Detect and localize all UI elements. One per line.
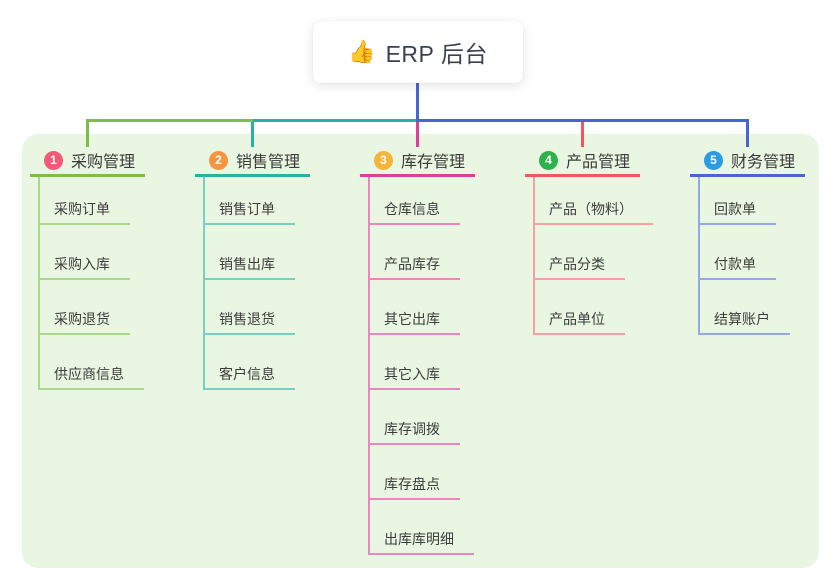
child-node[interactable]: 销售订单: [205, 177, 295, 225]
child-node-label: 其它出库: [370, 309, 460, 335]
branch-children: 仓库信息产品库存其它出库其它入库库存调拨库存盘点出库库明细: [368, 177, 474, 555]
connector-drop-branch-2: [251, 120, 254, 147]
branch-node[interactable]: 4 产品管理: [525, 146, 640, 177]
child-node[interactable]: 客户信息: [205, 335, 295, 390]
connector-drop-branch-3: [416, 121, 419, 147]
child-node-label: 销售出库: [205, 254, 295, 280]
connector-root-stem: [416, 82, 419, 120]
connector-drop-branch-4: [581, 120, 584, 147]
root-node-erp[interactable]: 👍 ERP 后台: [313, 21, 523, 83]
child-node-label: 采购退货: [40, 309, 130, 335]
child-node[interactable]: 产品库存: [370, 225, 474, 280]
child-node-label: 产品（物料）: [535, 199, 653, 225]
branch-children: 回款单付款单结算账户: [698, 177, 790, 335]
branch-number-badge: 3: [374, 150, 393, 170]
branch-number-badge: 4: [539, 150, 558, 170]
branch-node-label: 产品管理: [566, 154, 631, 171]
child-node[interactable]: 付款单: [700, 225, 790, 280]
branch-node[interactable]: 5 财务管理: [690, 146, 805, 177]
branch-column-3: 3 库存管理 仓库信息产品库存其它出库其它入库库存调拨库存盘点出库库明细: [360, 146, 475, 555]
child-node-label: 库存调拨: [370, 419, 460, 445]
child-node-label: 采购入库: [40, 254, 130, 280]
child-node-label: 供应商信息: [40, 364, 144, 390]
child-node[interactable]: 销售出库: [205, 225, 295, 280]
child-node[interactable]: 产品单位: [535, 280, 653, 335]
connector-bus-green: [86, 119, 254, 122]
connector-drop-branch-1: [86, 120, 89, 147]
child-node[interactable]: 产品分类: [535, 225, 653, 280]
branch-node-label: 库存管理: [401, 154, 466, 171]
branch-column-5: 5 财务管理 回款单付款单结算账户: [690, 146, 805, 335]
child-node-label: 产品分类: [535, 254, 625, 280]
branch-node-label: 财务管理: [731, 154, 796, 171]
branch-number-badge: 2: [209, 150, 228, 170]
branch-node[interactable]: 3 库存管理: [360, 146, 475, 177]
child-node-label: 付款单: [700, 254, 776, 280]
child-node[interactable]: 产品（物料）: [535, 177, 653, 225]
child-node[interactable]: 采购退货: [40, 280, 144, 335]
child-node-label: 产品库存: [370, 254, 460, 280]
connector-drop-branch-5: [746, 120, 749, 147]
child-node[interactable]: 销售退货: [205, 280, 295, 335]
child-node-label: 出库库明细: [370, 529, 474, 555]
connector-bus-teal: [253, 119, 417, 122]
child-node-label: 库存盘点: [370, 474, 460, 500]
child-node[interactable]: 库存调拨: [370, 390, 474, 445]
child-node[interactable]: 其它入库: [370, 335, 474, 390]
branch-node-label: 销售管理: [236, 154, 301, 171]
branch-number-badge: 1: [44, 150, 63, 170]
child-node-label: 回款单: [700, 199, 776, 225]
thumbs-up-icon: 👍: [348, 39, 376, 64]
child-node[interactable]: 结算账户: [700, 280, 790, 335]
branch-node[interactable]: 1 采购管理: [30, 146, 145, 177]
mindmap-background-panel: [22, 134, 819, 568]
branch-number-badge: 5: [704, 150, 723, 170]
child-node[interactable]: 回款单: [700, 177, 790, 225]
child-node-label: 采购订单: [40, 199, 130, 225]
child-node[interactable]: 其它出库: [370, 280, 474, 335]
child-node[interactable]: 采购订单: [40, 177, 144, 225]
child-node-label: 销售订单: [205, 199, 295, 225]
child-node-label: 产品单位: [535, 309, 625, 335]
child-node[interactable]: 仓库信息: [370, 177, 474, 225]
branch-children: 销售订单销售出库销售退货客户信息: [203, 177, 295, 390]
branch-node[interactable]: 2 销售管理: [195, 146, 310, 177]
branch-column-1: 1 采购管理 采购订单采购入库采购退货供应商信息: [30, 146, 145, 390]
child-node[interactable]: 库存盘点: [370, 445, 474, 500]
child-node[interactable]: 采购入库: [40, 225, 144, 280]
branch-column-2: 2 销售管理 销售订单销售出库销售退货客户信息: [195, 146, 310, 390]
child-node[interactable]: 出库库明细: [370, 500, 474, 555]
branch-column-4: 4 产品管理 产品（物料） 产品分类产品单位: [525, 146, 653, 335]
child-node-label: 销售退货: [205, 309, 295, 335]
branch-children: 采购订单采购入库采购退货供应商信息: [38, 177, 144, 390]
connector-bus-blue: [416, 119, 749, 122]
child-node[interactable]: 供应商信息: [40, 335, 144, 390]
child-node-label: 其它入库: [370, 364, 460, 390]
child-node-label: 结算账户: [700, 309, 790, 335]
child-node-label: 客户信息: [205, 364, 295, 390]
root-node-title: ERP 后台: [385, 41, 488, 67]
branch-children: 产品（物料） 产品分类产品单位: [533, 177, 653, 335]
child-node-label: 仓库信息: [370, 199, 460, 225]
branch-node-label: 采购管理: [71, 154, 136, 171]
